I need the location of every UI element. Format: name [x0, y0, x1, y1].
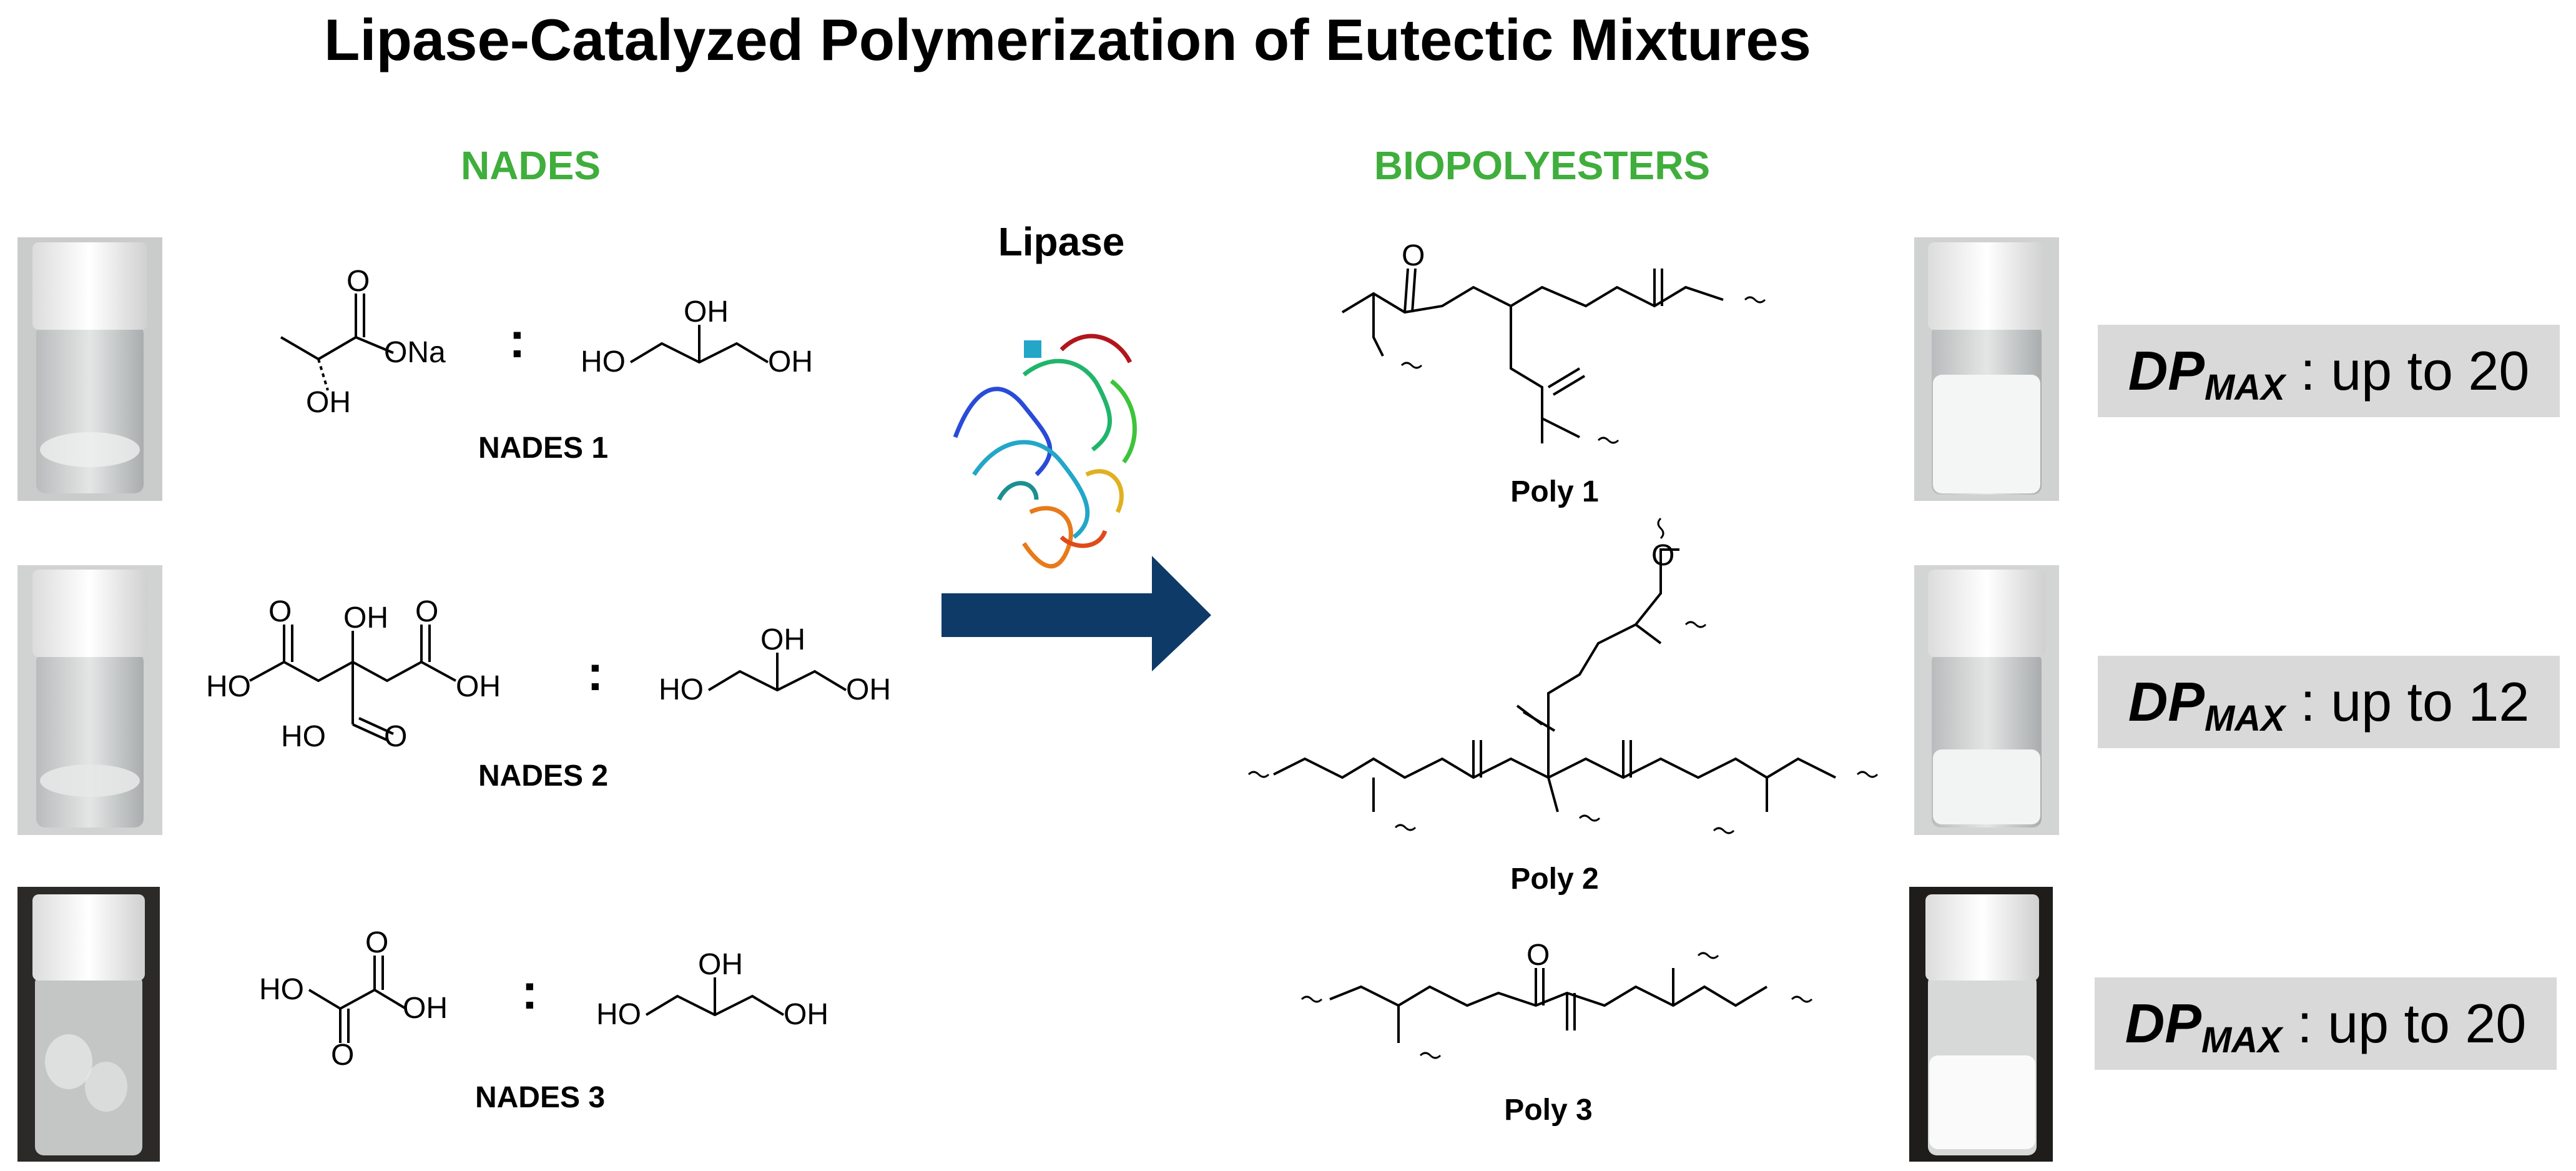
- nades2-b-OH1: OH: [760, 623, 805, 656]
- nades1-b-OH1: OH: [684, 295, 729, 329]
- nades-1-label: NADES 1: [478, 432, 609, 465]
- nades1-a-O: O: [347, 265, 370, 298]
- nades3-b-OH1: OH: [698, 948, 743, 981]
- nades2-separator: :: [587, 645, 604, 701]
- poly3-atom-O: O: [1526, 939, 1550, 972]
- nades2-a-O3: O: [384, 720, 407, 753]
- poly2-atom-O: O: [1651, 539, 1674, 572]
- nades2-a-HO1: HO: [206, 670, 251, 703]
- nades1-b-HO: HO: [581, 345, 626, 378]
- nades3-b-OH2: OH: [784, 998, 828, 1031]
- dp-subscript: MAX: [2204, 698, 2285, 739]
- oxalic-acid-structure: [308, 956, 407, 1043]
- dp-symbol: DP: [2125, 992, 2201, 1054]
- vial-photo-nades-1: [17, 237, 162, 501]
- nades-3-label: NADES 3: [474, 1081, 606, 1114]
- dp-symbol: DP: [2128, 671, 2205, 733]
- nades3-a-O2: O: [331, 1039, 354, 1072]
- dp-value-text: : up to 20: [2281, 992, 2527, 1054]
- glycerol-structure-3: [645, 977, 785, 1017]
- lipase-enzyme-graphic: [953, 334, 1137, 569]
- vial-photo-poly-3: [1909, 887, 2053, 1162]
- vial-photo-poly-1: [1914, 237, 2059, 501]
- dp-value-text: : up to 20: [2284, 340, 2530, 402]
- poly-2-structure: [1247, 517, 1879, 834]
- vial-photo-nades-3: [17, 887, 160, 1162]
- dp-subscript: MAX: [2204, 367, 2285, 408]
- nades3-b-HO: HO: [596, 998, 641, 1031]
- poly-2-label: Poly 2: [1510, 862, 1599, 896]
- nades2-a-OH: OH: [343, 601, 388, 635]
- dp-symbol: DP: [2128, 340, 2205, 402]
- nades2-b-OH2: OH: [846, 673, 891, 706]
- dp-subscript: MAX: [2201, 1019, 2282, 1060]
- sodium-lactate-structure: [280, 294, 394, 391]
- biopolyesters-heading: BIOPOLYESTERS: [1374, 143, 1711, 188]
- poly-1-structure: [1341, 268, 1766, 444]
- nades1-a-OH: OH: [306, 386, 351, 419]
- citric-acid-structure: [249, 625, 456, 741]
- poly-3-label: Poly 3: [1504, 1094, 1593, 1127]
- nades1-a-ONa: ONa: [384, 336, 446, 369]
- nades3-a-OH: OH: [403, 992, 448, 1025]
- poly-3-structure: [1300, 952, 1813, 1059]
- nades-2-label: NADES 2: [478, 759, 609, 793]
- nades3-a-HO: HO: [259, 973, 304, 1006]
- nades2-b-HO: HO: [659, 673, 704, 706]
- nades2-a-O2: O: [415, 595, 438, 628]
- reaction-arrow: [941, 556, 1211, 671]
- nades-heading: NADES: [460, 143, 601, 188]
- figure-title: Lipase-Catalyzed Polymerization of Eutec…: [324, 7, 1811, 72]
- nades2-a-O1: O: [268, 595, 292, 628]
- nades3-separator: :: [521, 964, 538, 1019]
- poly1-atom-O: O: [1402, 239, 1425, 272]
- dp-value-text: : up to 12: [2284, 671, 2530, 733]
- glycerol-structure-2: [707, 653, 847, 692]
- nades2-a-HO2: HO: [281, 720, 326, 753]
- poly-1-label: Poly 1: [1510, 475, 1599, 508]
- nades2-a-OH2: OH: [456, 670, 501, 703]
- vial-photo-nades-2: [17, 565, 162, 835]
- nades1-separator: :: [509, 312, 526, 368]
- lipase-label: Lipase: [998, 219, 1125, 264]
- glycerol-structure-1: [629, 325, 769, 364]
- nades1-b-OH2: OH: [768, 345, 813, 378]
- nades3-a-O1: O: [365, 926, 388, 959]
- vial-photo-poly-2: [1914, 565, 2059, 835]
